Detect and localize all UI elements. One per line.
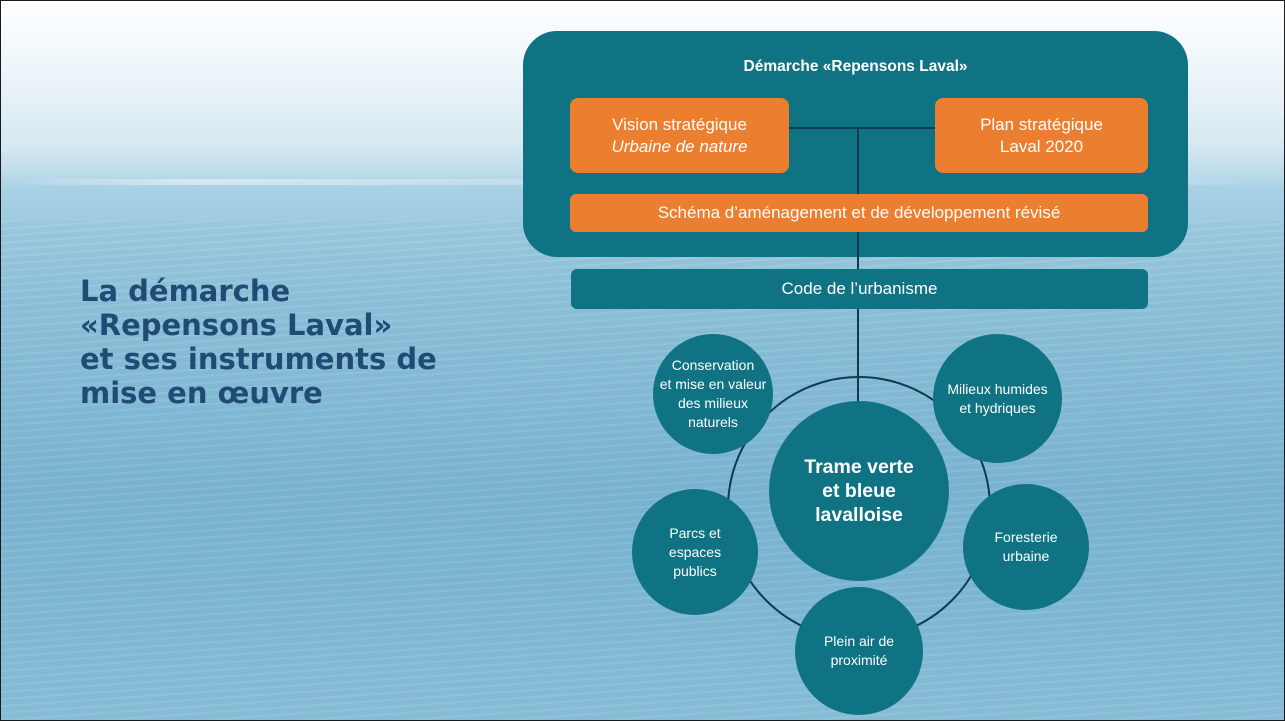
title-line-3: et ses instruments de [80, 342, 437, 376]
hub-circle: Trame verte et bleue lavalloise [769, 401, 949, 581]
circle-conservation: Conservation et mise en valeur des milie… [653, 334, 773, 454]
schema-label: Schéma d’aménagement et de développement… [657, 203, 1061, 222]
schema-code-connector [857, 231, 859, 269]
vision-plan-connector [788, 127, 936, 129]
panel-vertical-connector [857, 128, 859, 194]
parcs-label: Parcs et espaces publics [668, 524, 722, 579]
plan-line-1: Plan stratégique [980, 114, 1103, 134]
hub-label: Trame verte et bleue lavalloise [804, 456, 914, 526]
code-urbanisme-label: Code de l’urbanisme [781, 279, 938, 298]
circle-milieux-humides: Milieux humides et hydriques [933, 334, 1062, 463]
plan-line-2: Laval 2020 [999, 136, 1084, 156]
title-line-1: La démarche [80, 274, 291, 308]
pleinair-label: Plein air de proximité [823, 633, 895, 668]
circle-parcs: Parcs et espaces publics [632, 489, 758, 615]
panel-title: Démarche «Repensons Laval» [743, 58, 968, 75]
vision-line-1: Vision stratégique [612, 114, 747, 134]
foresterie-label: Foresterie urbaine [994, 529, 1058, 564]
vision-strategique-box: Vision stratégique Urbaine de nature [570, 98, 789, 173]
circle-foresterie: Foresterie urbaine [963, 484, 1089, 610]
title-line-4: mise en œuvre [80, 376, 323, 410]
milieux-label: Milieux humides et hydriques [947, 380, 1048, 416]
schema-amenagement-box: Schéma d’aménagement et de développement… [570, 194, 1148, 232]
circle-plein-air: Plein air de proximité [795, 587, 923, 715]
code-urbanisme-bar: Code de l’urbanisme [571, 269, 1148, 309]
plan-strategique-box: Plan stratégique Laval 2020 [935, 98, 1148, 173]
vision-line-2: Urbaine de nature [611, 136, 748, 156]
title-line-2: «Repensons Laval» [80, 308, 393, 342]
code-hub-connector [857, 309, 859, 401]
conservation-label: Conservation et mise en valeur des milie… [659, 357, 767, 430]
slide-title: La démarche «Repensons Laval» et ses ins… [80, 274, 440, 410]
